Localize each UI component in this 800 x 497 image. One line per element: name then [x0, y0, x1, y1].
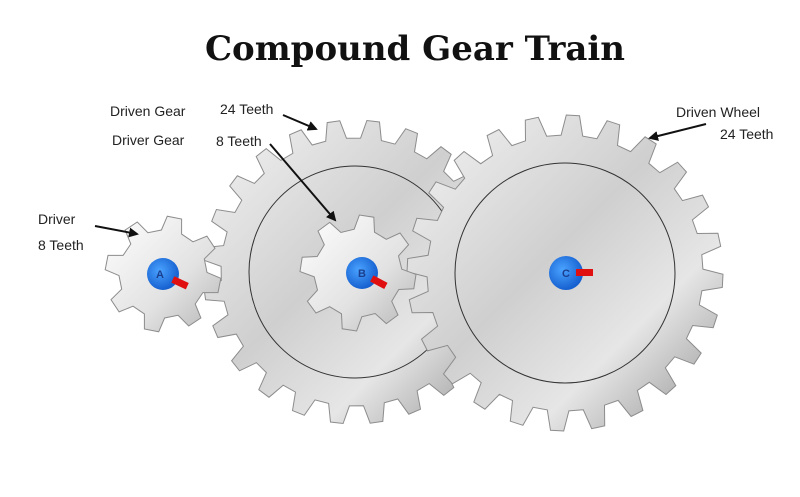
label-driver: Driver: [38, 211, 76, 227]
label-driver-teeth: 8 Teeth: [38, 237, 84, 253]
hub-a-pin: [171, 276, 189, 290]
hub-c-letter: C: [562, 268, 570, 280]
label-driven-wheel-teeth: 24 Teeth: [720, 126, 773, 142]
arrow-driver: [94, 225, 139, 238]
arrow-driven-gear: [282, 114, 318, 131]
label-driven-gear: Driven Gear: [110, 103, 186, 119]
hub-a-letter: A: [156, 269, 164, 281]
label-driver-gear: Driver Gear: [112, 132, 185, 148]
label-driver-gear-teeth: 8 Teeth: [216, 133, 262, 149]
hub-c-pin: [576, 269, 593, 276]
hub-a: A: [147, 258, 189, 290]
hub-b-pin: [370, 275, 388, 290]
label-driven-wheel: Driven Wheel: [676, 104, 760, 120]
hub-b-letter: B: [358, 268, 366, 280]
hub-c-circle: [549, 256, 583, 290]
hub-c: C: [549, 256, 593, 290]
gears-layer: [104, 114, 724, 432]
arrow-driven-wheel: [648, 123, 707, 141]
hub-b-circle: [346, 257, 378, 289]
diagram-title: Compound Gear Train: [205, 29, 625, 69]
driven-wheel-rim: [454, 162, 676, 384]
hub-a-circle: [147, 258, 179, 290]
label-driven-gear-teeth: 24 Teeth: [220, 101, 273, 117]
arrow-driver-gear: [269, 143, 337, 222]
hub-b: B: [346, 257, 388, 290]
